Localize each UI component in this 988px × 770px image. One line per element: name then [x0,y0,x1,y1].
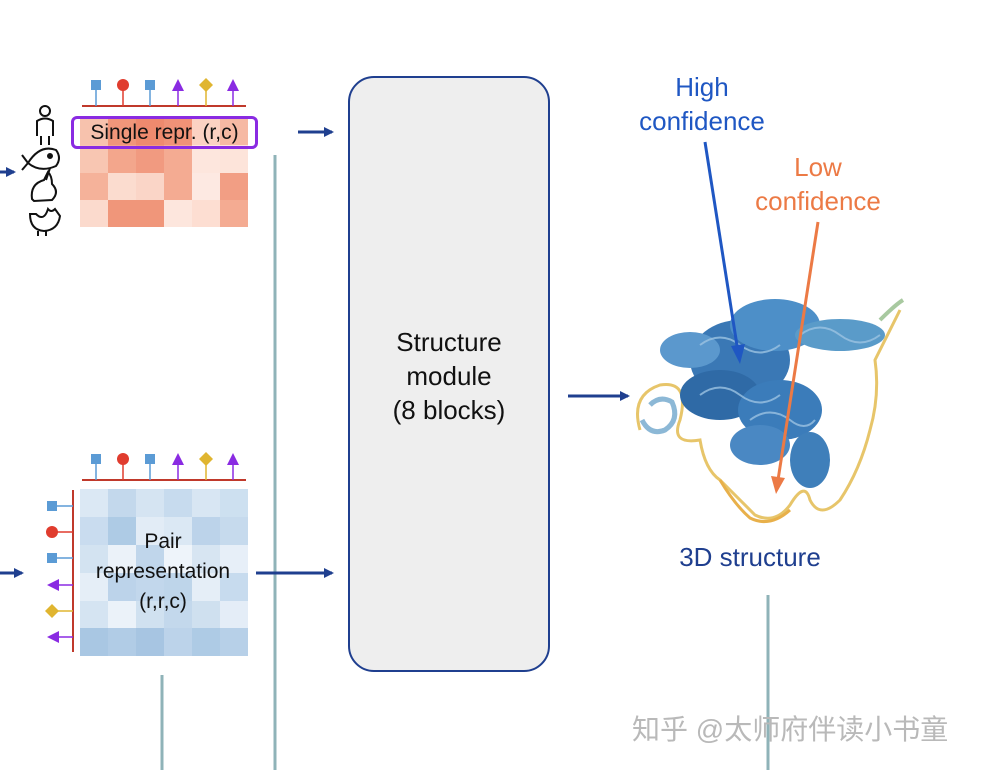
high-confidence-line1: High [675,72,729,102]
structure-3d-caption: 3D structure [679,542,821,572]
structure-module-line2: module [406,361,492,391]
pair-repr-line2: representation [95,560,231,583]
pair-repr-grid [80,489,248,656]
high-confidence-line2: confidence [639,106,765,136]
protein-structure-image [636,298,905,524]
single-repr-label: Single repr. (r,c) [71,116,258,149]
square-marker-icon [145,454,155,464]
square-marker-icon [47,501,57,511]
high-confidence-label: High confidence [612,70,792,138]
square-marker-icon [47,553,57,563]
circle-marker-icon [117,79,129,91]
single-repr-grid [80,117,248,227]
human-icon [36,105,54,145]
pair-repr-line3: (r,r,c) [139,590,187,613]
pair-header-markers [91,452,239,480]
triangle-marker-icon [47,579,59,591]
square-marker-icon [145,80,155,90]
structure-module-line3: (8 blocks) [392,395,506,425]
pair-side-markers [45,501,73,643]
pair-repr-label: Pair representation (r,r,c) [78,527,248,617]
square-marker-icon [91,454,101,464]
square-marker-icon [91,80,101,90]
diamond-marker-icon [199,452,213,466]
structure-module-label: Structure module (8 blocks) [348,325,550,427]
low-confidence-label: Low confidence [728,150,908,218]
diamond-marker-icon [199,78,213,92]
triangle-marker-icon [227,79,239,91]
low-confidence-arrow [776,221,820,481]
low-confidence-arrowhead [771,476,785,494]
watermark: 知乎 @太师府伴读小书童 [632,714,949,745]
high-confidence-arrowhead [731,344,745,364]
chicken-icon [28,206,62,236]
triangle-marker-icon [172,79,184,91]
circle-marker-icon [117,453,129,465]
diamond-marker-icon [45,604,59,618]
fish-icon [21,147,60,171]
single-header-markers [91,78,239,106]
circle-marker-icon [46,526,58,538]
rabbit-icon [30,167,57,203]
triangle-marker-icon [47,631,59,643]
low-confidence-line2: confidence [755,186,881,216]
species-icons [21,105,62,236]
high-confidence-arrow [703,141,740,353]
low-confidence-line1: Low [794,152,842,182]
structure-module-box [348,76,550,672]
triangle-marker-icon [172,453,184,465]
triangle-marker-icon [227,453,239,465]
structure-module-line1: Structure [396,327,502,357]
pair-repr-line1: Pair [144,530,182,553]
